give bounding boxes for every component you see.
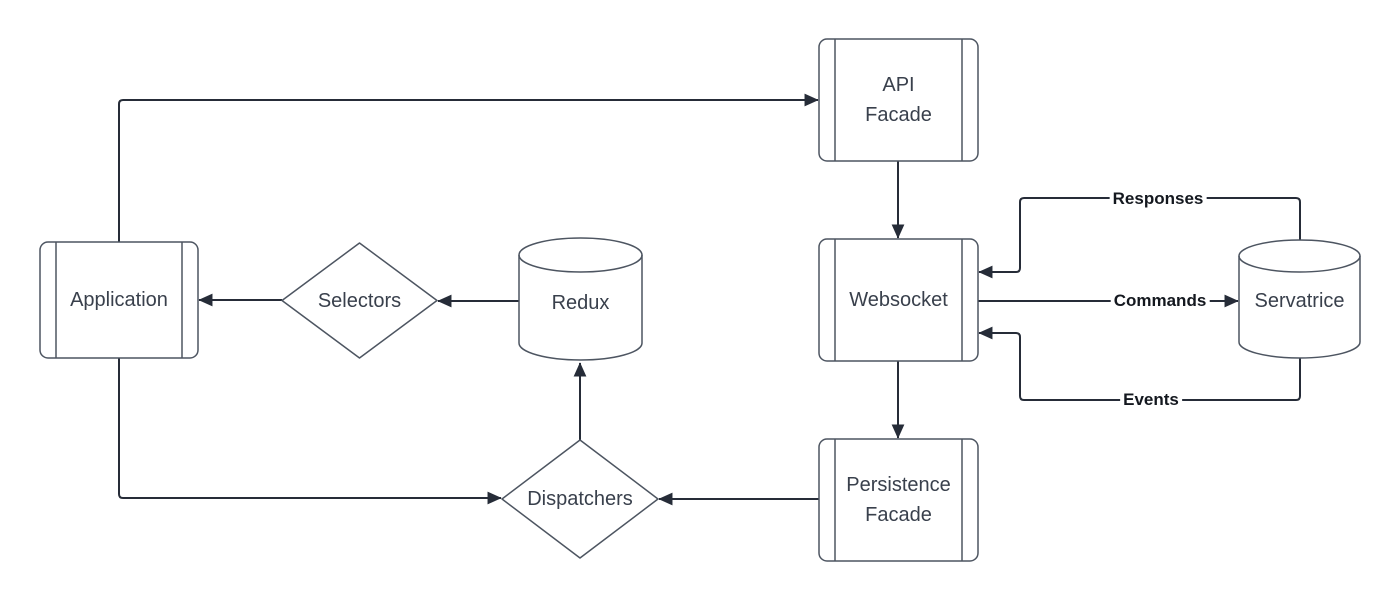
node-selectors-shape	[281, 242, 438, 359]
node-servatrice-shape	[1238, 239, 1361, 359]
edge-application-to-api-facade	[118, 93, 819, 242]
node-api-facade-shape	[818, 38, 979, 162]
node-application-shape	[39, 241, 199, 359]
edge-servatrice-to-websocket-responses	[978, 197, 1301, 279]
edge-label-responses: Responses	[1109, 189, 1207, 209]
node-redux-shape	[518, 237, 643, 361]
edge-servatrice-to-websocket-events	[978, 326, 1301, 401]
edge-application-to-dispatchers	[118, 358, 502, 505]
node-persistence-facade-shape	[818, 438, 979, 562]
node-websocket-shape	[818, 238, 979, 362]
node-dispatchers-shape	[501, 439, 659, 559]
edge-label-commands: Commands	[1110, 291, 1210, 311]
edge-label-events: Events	[1120, 390, 1182, 410]
